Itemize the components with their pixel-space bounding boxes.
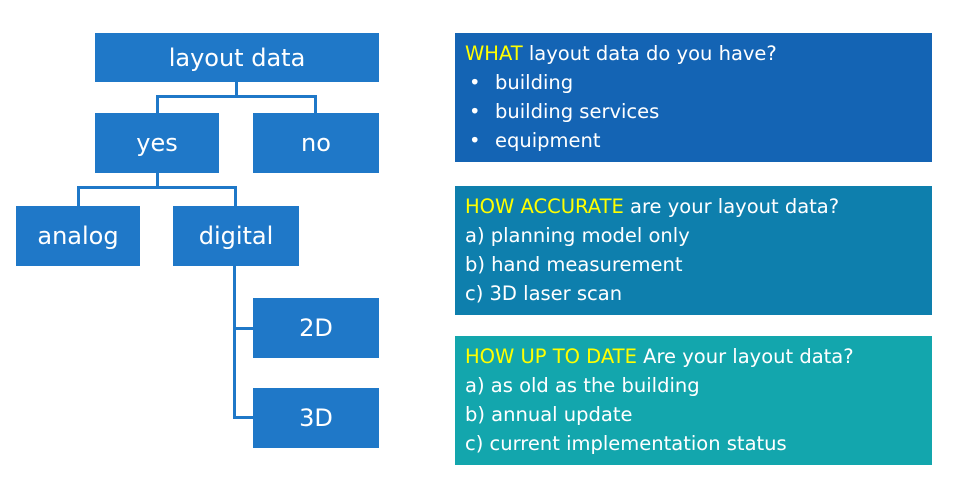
list-item: b) hand measurement	[465, 253, 683, 276]
list-item: building services	[465, 97, 922, 126]
panel-title-highlight: WHAT	[465, 42, 523, 65]
panel-how-accurate: HOW ACCURATE are your layout data? a) pl…	[455, 186, 932, 315]
list-item: c) current implementation status	[465, 432, 787, 455]
node-2d: 2D	[253, 298, 379, 358]
list-item: a) as old as the building	[465, 374, 700, 397]
panel-title-rest: Are your layout data?	[636, 345, 854, 368]
panel-list: building building services equipment	[465, 68, 922, 155]
connector	[156, 95, 159, 113]
node-no: no	[253, 113, 379, 173]
connector	[234, 186, 237, 206]
connector	[233, 416, 253, 419]
panel-what: WHAT layout data do you have? building b…	[455, 33, 932, 162]
connector	[77, 186, 237, 189]
panel-title-rest: layout data do you have?	[522, 42, 777, 65]
panel-title: WHAT layout data do you have?	[465, 39, 922, 68]
connector	[77, 186, 80, 206]
node-digital: digital	[173, 206, 299, 266]
connector	[314, 95, 317, 113]
connector	[235, 82, 238, 96]
panel-title-rest: are your layout data?	[623, 195, 840, 218]
panel-how-up-to-date: HOW UP TO DATE Are your layout data? a) …	[455, 336, 932, 465]
list-item: building	[465, 68, 922, 97]
node-yes: yes	[95, 113, 219, 173]
node-layout-data: layout data	[95, 33, 379, 82]
list-item: a) planning model only	[465, 224, 690, 247]
list-item: c) 3D laser scan	[465, 282, 623, 305]
connector	[156, 95, 317, 98]
panel-title-highlight: HOW ACCURATE	[465, 195, 624, 218]
panel-list: a) planning model only b) hand measureme…	[465, 221, 922, 308]
connector	[233, 266, 236, 418]
panel-title: HOW UP TO DATE Are your layout data?	[465, 342, 922, 371]
connector	[156, 173, 159, 187]
panel-list: a) as old as the building b) annual upda…	[465, 371, 922, 458]
connector	[233, 327, 253, 330]
node-analog: analog	[16, 206, 140, 266]
list-item: equipment	[465, 126, 922, 155]
list-item: b) annual update	[465, 403, 633, 426]
panel-title-highlight: HOW UP TO DATE	[465, 345, 637, 368]
panel-title: HOW ACCURATE are your layout data?	[465, 192, 922, 221]
node-3d: 3D	[253, 388, 379, 448]
